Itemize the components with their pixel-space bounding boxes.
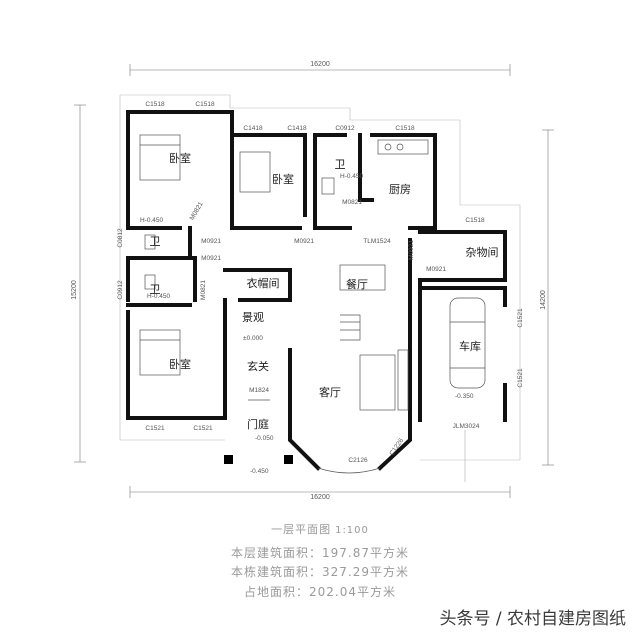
level-mark: H-0.450 (340, 173, 364, 180)
bath-1-label: 卫 (335, 158, 346, 171)
door-code: M0821 (189, 201, 205, 222)
fixtures (139, 134, 486, 474)
dim-left-total: 15200 (71, 280, 78, 300)
bedroom-2-label: 卧室 (272, 172, 294, 186)
window-code: C1518 (465, 217, 485, 224)
window-code: C0912 (335, 125, 355, 132)
bath-2-label: 卫 (150, 235, 161, 248)
window-code: C1521 (193, 425, 213, 432)
level-mark: ±0.000 (243, 335, 263, 342)
door-code: M0921 (408, 240, 415, 260)
watermark: 头条号 / 农村自建房图纸 (439, 609, 626, 629)
walls (126, 110, 507, 471)
window-code: C0812 (117, 228, 124, 248)
area-site: 占地面积：202.04平方米 (244, 585, 396, 599)
dimension-lines (74, 64, 554, 498)
window-code: C0912 (117, 280, 124, 300)
door-code: M0821 (200, 280, 207, 300)
area-floor: 本层建筑面积：197.87平方米 (231, 546, 409, 560)
area-building: 本栋建筑面积：327.29平方米 (231, 565, 409, 579)
window-code: C1518 (195, 101, 215, 108)
courtyard-label: 门庭 (247, 417, 269, 431)
level-mark: H-0.450 (140, 217, 164, 224)
storage-label: 杂物间 (466, 245, 499, 259)
bedroom-1-label: 卧室 (169, 151, 191, 165)
plan-scale: 1:100 (335, 525, 369, 536)
window-code: C1518 (145, 101, 165, 108)
window-code: C2126 (348, 457, 368, 464)
bath-3-label: 卫 (150, 283, 161, 296)
garage-label: 车库 (459, 339, 481, 353)
level-mark: -0.350 (455, 393, 474, 400)
foyer-label: 玄关 (247, 359, 269, 373)
door-code: JLM3024 (453, 423, 480, 430)
door-code: M0821 (342, 199, 362, 206)
door-code: TLM1524 (363, 238, 391, 245)
dining-label: 餐厅 (346, 277, 368, 291)
door-code: M1824 (249, 387, 269, 394)
door-code: M0921 (201, 255, 221, 262)
door-code: M0921 (426, 266, 446, 273)
window-code: C1518 (395, 125, 415, 132)
level-mark: H-0.450 (147, 293, 171, 300)
level-mark: -0.450 (250, 468, 269, 475)
bedroom-3-label: 卧室 (169, 357, 191, 371)
level-mark: -0.050 (255, 435, 274, 442)
living-label: 客厅 (319, 385, 341, 399)
window-code: C1521 (517, 368, 524, 388)
dim-right-total: 14200 (540, 290, 547, 310)
window-code: C1521 (145, 425, 165, 432)
door-code: M0921 (201, 238, 221, 245)
kitchen-label: 厨房 (389, 183, 411, 196)
window-code: C1521 (517, 308, 524, 328)
cloakroom-label: 衣帽间 (247, 276, 280, 290)
dim-bottom-total: 16200 (310, 494, 330, 501)
dim-top-total: 16200 (310, 61, 330, 68)
window-code: C1418 (287, 125, 307, 132)
window-code: C1418 (243, 125, 263, 132)
plan-title-text: 一层平面图 (271, 523, 332, 536)
landscape-label: 景观 (242, 311, 264, 324)
door-code: M0921 (294, 238, 314, 245)
columns (224, 455, 293, 464)
